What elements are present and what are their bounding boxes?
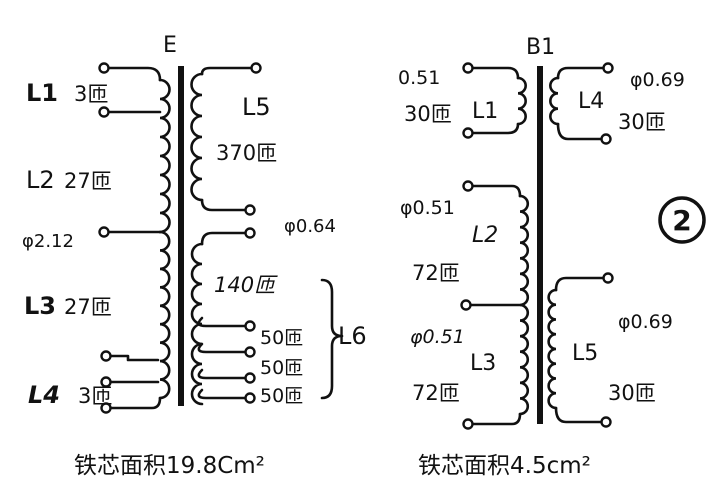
right-l3-bottom-lead bbox=[468, 412, 522, 426]
terminal bbox=[98, 226, 110, 238]
left-l4-label: L4 3匝 bbox=[28, 381, 112, 409]
winding-turns: 27匝 bbox=[64, 295, 112, 319]
left-l6-tap-lead bbox=[197, 388, 248, 400]
right-l4-coil bbox=[549, 76, 560, 126]
left-l6-tap-loops bbox=[197, 316, 256, 404]
left-primary-coil-upper bbox=[158, 78, 171, 234]
left-l5-coil bbox=[190, 72, 204, 202]
right-l1-coil bbox=[516, 76, 527, 126]
winding-turns: 27匝 bbox=[64, 169, 112, 193]
left-l5-name: L5 bbox=[242, 93, 271, 121]
left-l6-tap-lead bbox=[197, 368, 248, 380]
terminal bbox=[100, 376, 112, 388]
left-l5-wire: φ0.64 bbox=[284, 216, 336, 237]
terminal bbox=[462, 62, 474, 74]
left-l4-bottom-lead bbox=[106, 396, 162, 410]
left-core-area: 铁芯面积19.8Cm² bbox=[74, 453, 265, 479]
winding-name: L2 bbox=[26, 166, 55, 194]
terminal bbox=[462, 418, 474, 430]
winding-name: L3 bbox=[24, 292, 56, 320]
terminal bbox=[462, 127, 474, 139]
right-core-label: B1 bbox=[526, 35, 555, 60]
right-l3-turns: 72匝 bbox=[412, 381, 460, 405]
left-l6-turns-main: 140匝 bbox=[214, 273, 278, 297]
right-l1-name: L1 bbox=[472, 99, 498, 124]
right-l4-top-lead bbox=[556, 66, 608, 80]
winding-name: L1 bbox=[26, 79, 58, 107]
winding-turns: 3匝 bbox=[74, 82, 108, 106]
terminal bbox=[602, 272, 614, 284]
terminal bbox=[244, 372, 256, 384]
right-l5-coil bbox=[547, 288, 558, 410]
right-l2-name: L2 bbox=[472, 223, 498, 248]
terminal bbox=[600, 416, 612, 428]
right-l2-top-lead bbox=[468, 184, 522, 198]
terminal bbox=[244, 392, 256, 404]
left-tap-wire-label: φ2.12 bbox=[22, 231, 74, 252]
right-l4-wire: φ0.69 bbox=[630, 69, 685, 91]
right-core-area: 铁芯面积4.5cm² bbox=[418, 453, 591, 479]
left-l6-turns-tap2: 50匝 bbox=[260, 357, 303, 379]
terminal bbox=[98, 62, 110, 74]
terminal bbox=[250, 62, 262, 74]
right-l4-bottom-lead bbox=[556, 122, 606, 141]
left-l6-tap-lead bbox=[197, 316, 248, 328]
terminal bbox=[100, 350, 112, 362]
right-l3-wire: φ0.51 bbox=[410, 326, 465, 348]
left-l6-turns-tap1: 50匝 bbox=[260, 327, 303, 349]
right-l5-wire: φ0.69 bbox=[618, 311, 673, 333]
left-l6-tap-lead bbox=[197, 342, 248, 354]
right-l1-wire: 0.51 bbox=[398, 67, 440, 89]
left-l6-turns-tap3: 50匝 bbox=[260, 385, 303, 407]
terminal bbox=[462, 180, 474, 192]
terminal bbox=[244, 320, 256, 332]
terminal bbox=[600, 133, 612, 145]
right-l3-name: L3 bbox=[470, 351, 496, 376]
right-l2-turns: 72匝 bbox=[412, 261, 460, 285]
left-l6-brace bbox=[320, 278, 344, 400]
winding-name: L4 bbox=[28, 381, 60, 409]
terminal bbox=[98, 106, 110, 118]
terminal bbox=[244, 346, 256, 358]
right-l4-turns: 30匝 bbox=[618, 110, 666, 134]
right-l1-top-lead bbox=[468, 66, 520, 80]
left-primary-coil-lower bbox=[158, 230, 171, 400]
left-l3-bottom-lead bbox=[106, 354, 160, 362]
left-l6-coil bbox=[190, 242, 204, 406]
terminal bbox=[244, 227, 256, 239]
left-l5-bottom-lead bbox=[200, 198, 250, 212]
figure-number-circle bbox=[658, 196, 706, 244]
right-l2-wire: φ0.51 bbox=[400, 197, 455, 219]
left-l5-top-lead bbox=[200, 66, 254, 76]
terminal bbox=[100, 402, 112, 414]
terminal bbox=[244, 204, 256, 216]
right-l5-top-lead bbox=[554, 276, 608, 292]
left-l5-turns: 370匝 bbox=[216, 141, 277, 165]
right-l5-turns: 30匝 bbox=[608, 381, 656, 405]
terminal bbox=[602, 62, 614, 74]
right-l5-name: L5 bbox=[572, 341, 598, 366]
left-l1-top-lead bbox=[104, 66, 162, 82]
right-l1-turns: 30匝 bbox=[404, 102, 452, 126]
terminal bbox=[460, 299, 472, 311]
right-l1-bottom-lead bbox=[468, 122, 520, 135]
left-l3-label: L3 27匝 bbox=[24, 292, 112, 320]
figure-number: 2 bbox=[672, 204, 691, 237]
left-l1-label: L1 3匝 bbox=[26, 79, 108, 107]
left-l2-label: L2 27匝 bbox=[26, 166, 112, 194]
right-l4-name: L4 bbox=[578, 89, 604, 114]
winding-turns: 3匝 bbox=[78, 384, 112, 408]
left-l6-top-lead bbox=[200, 231, 250, 246]
left-core-label: E bbox=[163, 33, 177, 58]
left-l6-name: L6 bbox=[338, 322, 367, 350]
right-l5-bottom-lead bbox=[554, 406, 606, 424]
